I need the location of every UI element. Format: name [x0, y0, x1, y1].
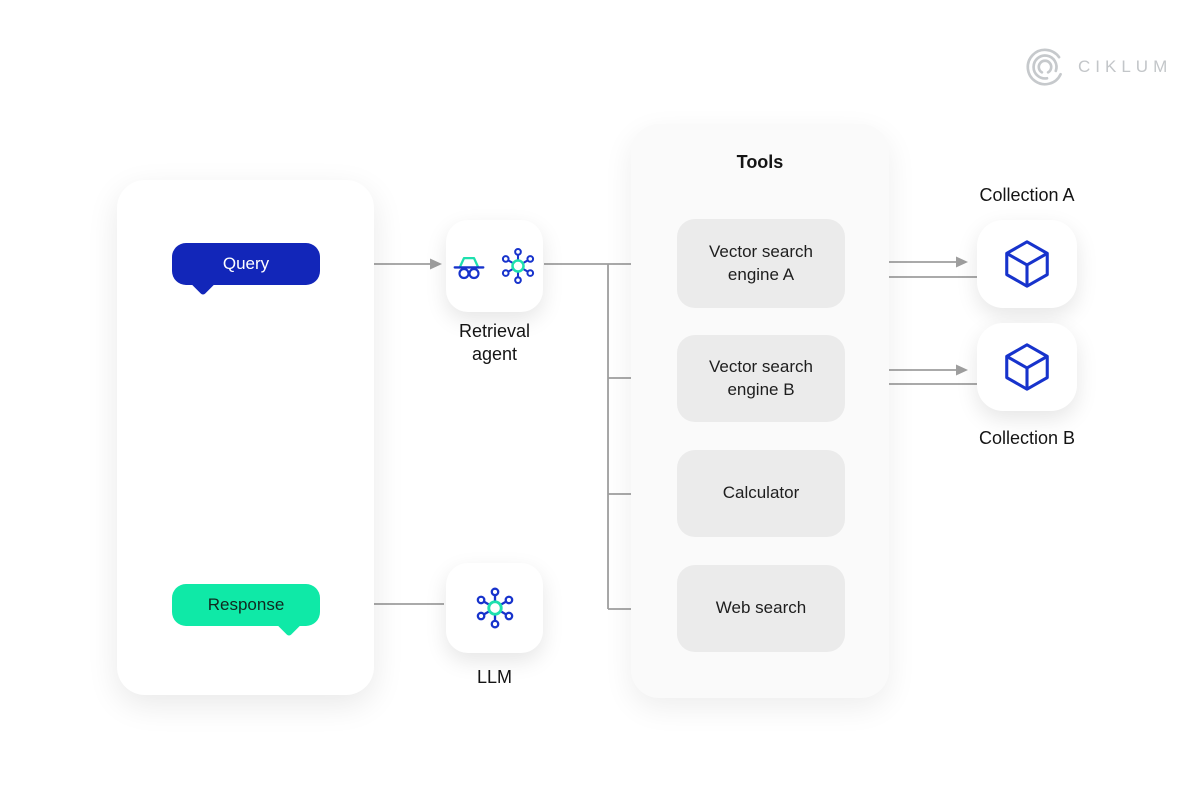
- tool-calculator: Calculator: [677, 450, 845, 537]
- tool-vector-search-engine-a: Vector search engine A: [677, 219, 845, 308]
- tools-panel-title: Tools: [736, 152, 784, 172]
- tool-vector-search-engine-b: Vector search engine B: [677, 335, 845, 422]
- collection-a-label: Collection A: [979, 185, 1075, 205]
- query-bubble: Query: [172, 243, 320, 296]
- response-label: Response: [207, 595, 285, 614]
- brand-logo: CIKLUM: [1024, 46, 1172, 88]
- retrieval-agent-label: Retrieval agent: [458, 321, 531, 365]
- response-bubble: Response: [172, 584, 320, 637]
- collection-b-card: [977, 323, 1077, 411]
- cube-icon: [1005, 240, 1049, 288]
- agent-glasses-icon: [453, 257, 485, 280]
- retrieval-agent-card: [446, 220, 543, 312]
- network-hub-icon: [476, 587, 513, 629]
- collection-a-card: [977, 220, 1077, 308]
- llm-label: LLM: [476, 667, 512, 687]
- llm-card: [446, 563, 543, 653]
- brand-name: CIKLUM: [1078, 57, 1173, 76]
- network-hub-icon: [501, 248, 535, 284]
- ciklum-logo-icon: [1026, 48, 1062, 86]
- query-label: Query: [222, 254, 270, 273]
- collection-b-label: Collection B: [978, 428, 1076, 448]
- tool-web-search: Web search: [677, 565, 845, 652]
- cube-icon: [1005, 343, 1049, 391]
